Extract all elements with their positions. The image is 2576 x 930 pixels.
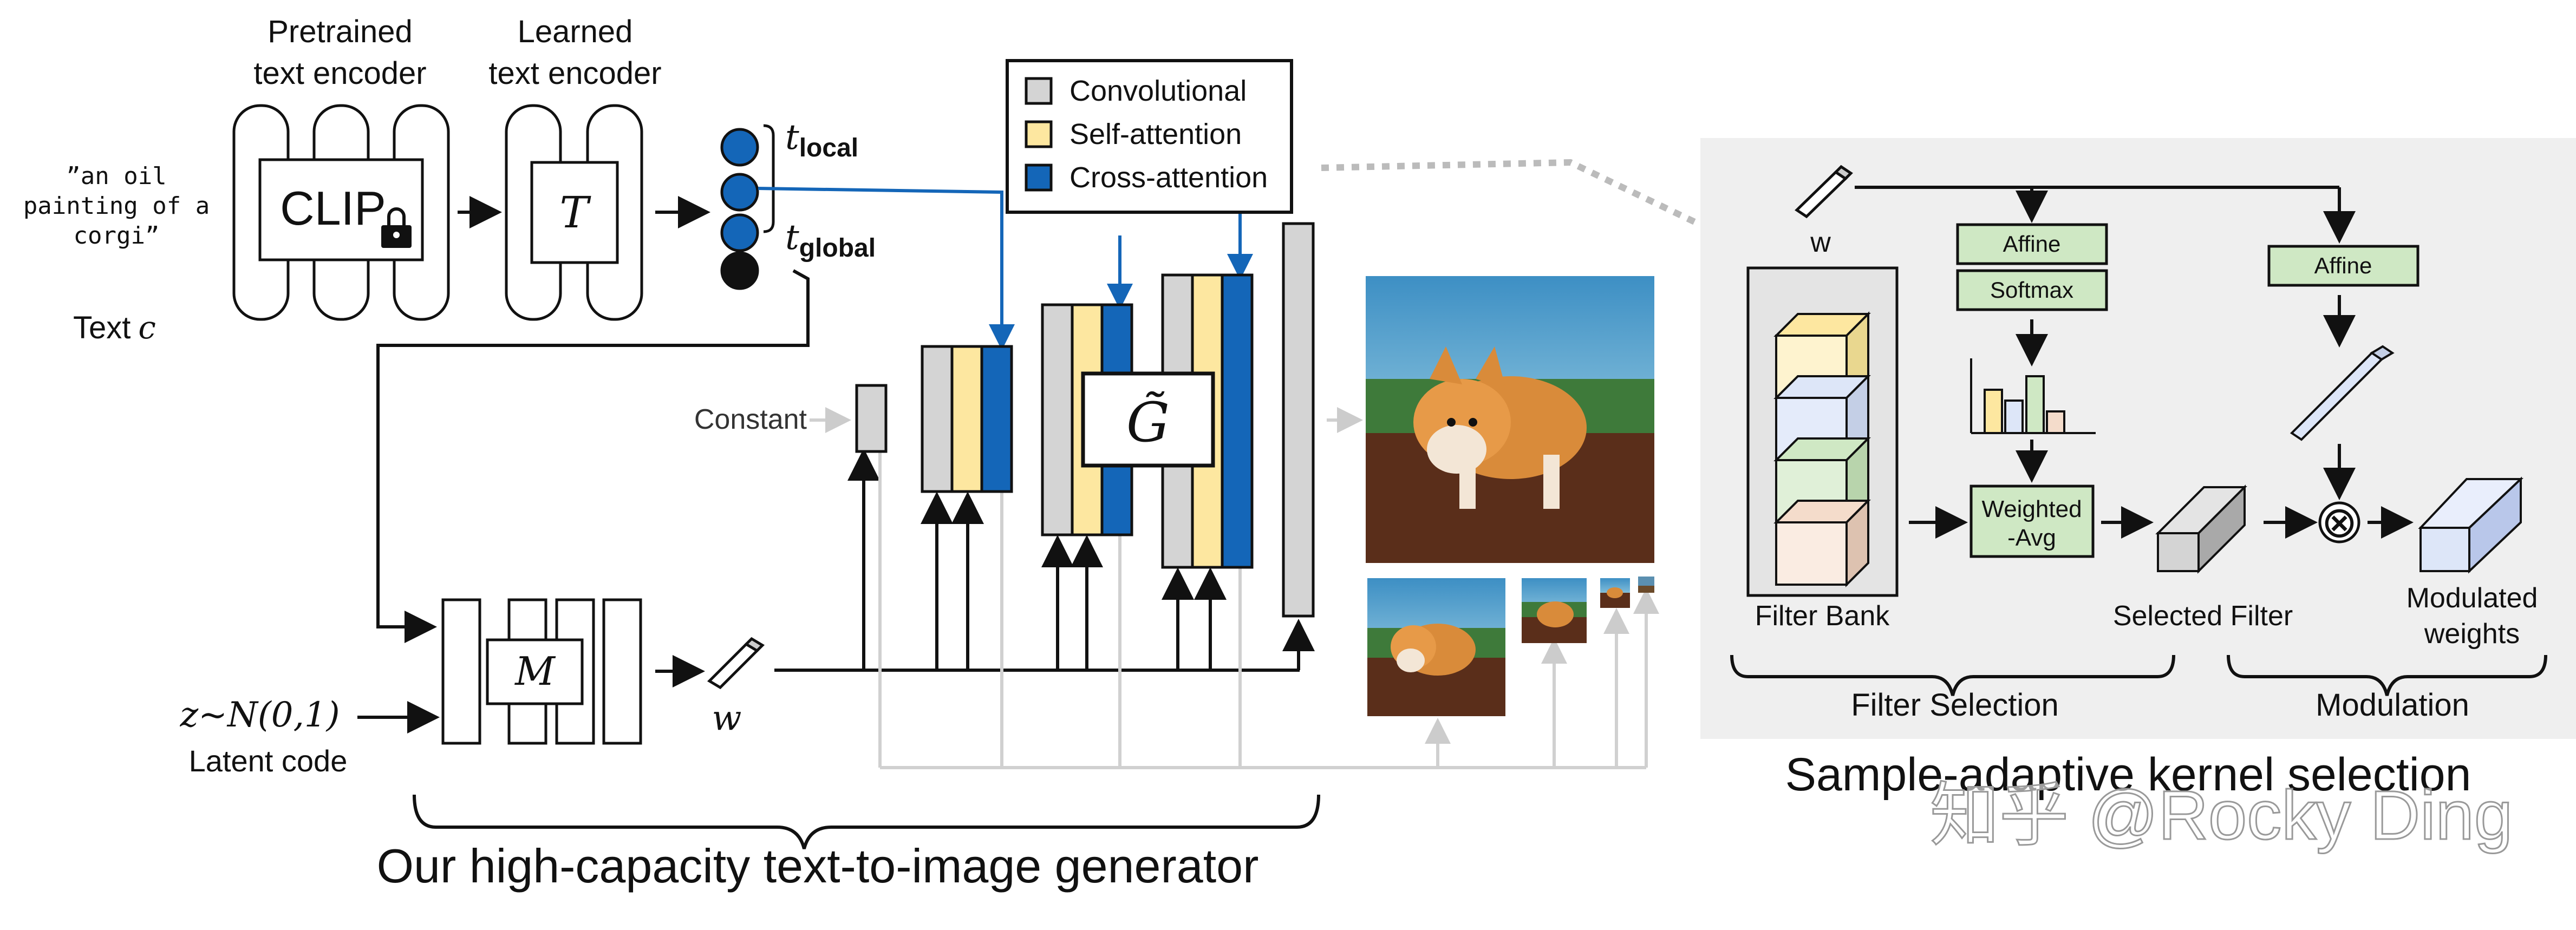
output-image-large	[1366, 276, 1654, 563]
mapping-network-block	[441, 598, 642, 745]
lock-icon	[381, 207, 412, 248]
style-vector-icon	[2290, 345, 2395, 441]
t-label: T	[559, 187, 591, 238]
weighted-avg-box[interactable]	[1970, 484, 2095, 558]
text-prompt: ”an oil painting of a corgi”	[23, 162, 210, 250]
affine-label: Affine	[2003, 231, 2061, 257]
t-local-brace	[763, 124, 775, 233]
selection-histogram	[1970, 358, 2096, 434]
constant-label: Constant	[694, 404, 807, 435]
legend-swatch-self-attention	[1025, 120, 1053, 148]
legend-swatch-cross-attention	[1025, 163, 1053, 192]
zoom-dotted-line	[1321, 159, 1702, 228]
kernel-w-wires	[1855, 186, 2356, 244]
filter-bank	[1746, 266, 1899, 597]
kernel-w-icon	[1795, 165, 1853, 219]
output-image-small	[1522, 578, 1587, 643]
pretrained-label-line-1: Pretrained	[268, 14, 413, 49]
affine2-label: Affine	[2314, 253, 2372, 278]
wire-global-to-mapping	[376, 269, 810, 643]
generator-block-1	[921, 345, 1013, 493]
filter-selection-brace	[1730, 654, 2175, 696]
w-vector-icon	[707, 637, 765, 690]
clip-encoder-block	[232, 104, 450, 321]
modulated-weights-line-1: Modulated	[2407, 582, 2538, 614]
generator-caption: Our high-capacity text-to-image generato…	[377, 839, 1259, 893]
prompt-line-2: painting of a	[23, 192, 210, 220]
softmax-label: Softmax	[1990, 277, 2073, 303]
g-tilde-box	[1081, 371, 1215, 468]
learned-label-line-1: Learned	[518, 14, 633, 49]
t-local-label: tlocal	[785, 117, 858, 162]
weighted-avg-line-2: -Avg	[2007, 525, 2056, 551]
modulation-operator-symbol: ⊗	[2321, 498, 2357, 546]
latent-formula: z~N(0,1)	[179, 695, 340, 735]
local-token-circles	[720, 128, 759, 252]
pretrained-label-line-2: text encoder	[253, 56, 426, 91]
output-image-micro	[1638, 577, 1654, 593]
affine-box[interactable]	[1956, 223, 2108, 265]
legend-label-self-attention: Self-attention	[1069, 118, 1242, 150]
t-encoder-block	[505, 104, 643, 321]
selected-filter-cube	[2155, 484, 2247, 574]
filter-bank-label: Filter Bank	[1755, 600, 1890, 632]
kernel-w-label: w	[1810, 227, 1831, 258]
kernel-panel-title: Sample-adaptive kernel selection	[1785, 749, 2471, 801]
legend-swatch-convolutional	[1025, 77, 1053, 105]
legend: Convolutional Self-attention Cross-atten…	[1006, 59, 1293, 214]
modulated-weights-cube	[2418, 476, 2524, 574]
rgb-skip-wires	[810, 407, 1659, 769]
affine2-box[interactable]	[2267, 245, 2420, 287]
learned-label-line-2: text encoder	[488, 56, 661, 91]
prompt-line-1: ”an oil	[66, 162, 166, 190]
clip-label: CLIP	[280, 181, 386, 235]
modulation-brace	[2227, 654, 2547, 696]
w-label: w	[712, 698, 742, 738]
w-broadcast-wires	[774, 448, 1315, 672]
latent-code-label: Latent code	[189, 744, 348, 778]
legend-label-cross-attention: Cross-attention	[1069, 161, 1268, 194]
legend-box	[1006, 59, 1293, 214]
constant-block	[855, 384, 888, 453]
legend-label-convolutional: Convolutional	[1069, 75, 1247, 107]
modulated-weights-line-2: weights	[2424, 618, 2520, 650]
generator-brace	[413, 794, 1320, 849]
generator-block-4	[1282, 222, 1315, 618]
g-tilde-label: G̃	[1126, 391, 1170, 454]
selected-filter-label: Selected Filter	[2113, 600, 2293, 632]
m-label: M	[514, 649, 556, 694]
modulation-label: Modulation	[2316, 687, 2469, 723]
filter-selection-label: Filter Selection	[1851, 687, 2059, 723]
global-token-circle	[720, 251, 759, 290]
output-image-medium	[1367, 578, 1505, 716]
t-global-label: tglobal	[785, 218, 876, 263]
prompt-line-3: corgi”	[74, 222, 160, 250]
modulation-operator-circle	[2318, 501, 2360, 543]
watermark: 知乎 @Rocky Ding	[1930, 777, 2513, 854]
softmax-box[interactable]	[1956, 269, 2108, 311]
weighted-avg-line-1: Weighted	[1981, 496, 2082, 522]
output-image-tiny	[1600, 578, 1630, 608]
